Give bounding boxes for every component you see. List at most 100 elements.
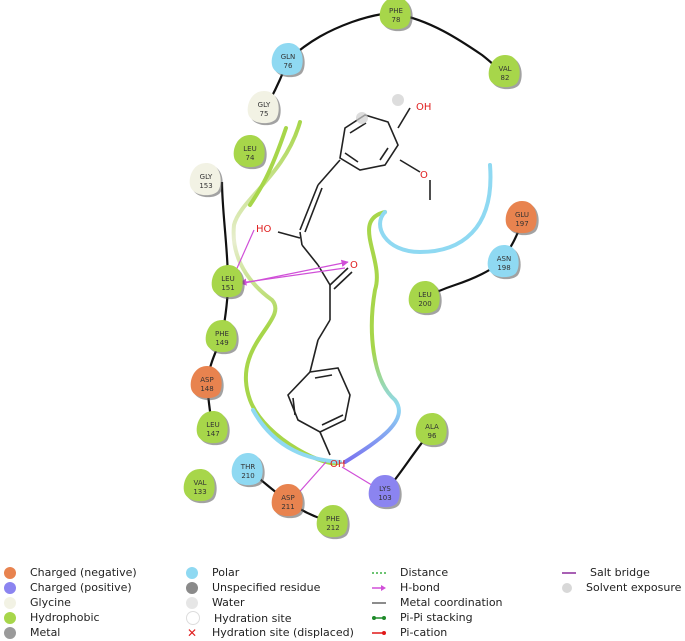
residue-name: LEU [243,145,256,153]
residue-blob [231,453,263,486]
legend: Charged (negative) Charged (positive) Glyc… [0,562,685,639]
solvent-exposure-halos [356,94,404,124]
residue-blob [271,484,303,517]
legend-swatch [186,596,198,609]
solvent-exposure-icon [562,582,572,593]
residue-blob [271,43,303,76]
legend-salt-bridge: Salt bridge [562,566,650,579]
legend-label: Charged (negative) [30,566,137,579]
legend-label: H-bond [400,581,440,594]
residue-number: 151 [221,284,234,292]
residue-number: 148 [200,385,213,393]
legend-distance: Distance [372,566,448,579]
salt-bridge-line-icon [562,568,576,578]
residue-number: 147 [206,430,219,438]
legend-label: Water [212,596,245,609]
legend-item: Unspecified residue [186,581,320,594]
residue-blob [233,135,265,168]
residue-number: 198 [497,264,510,272]
residue-blob [415,413,447,446]
legend-label: Hydrophobic [30,611,100,624]
residue-number: 82 [501,74,510,82]
residue-blob [487,245,519,278]
legend-swatch [4,626,16,639]
residue-blob [196,411,228,444]
residue-backbone [205,12,524,524]
residue-blob [189,163,221,196]
legend-item: Charged (negative) [4,566,137,579]
residue-blob [316,505,348,538]
residue-name: GLN [281,53,296,61]
legend-label: Solvent exposure [586,581,682,594]
residue-name: ASP [200,376,213,384]
legend-pication: Pi-cation [372,626,447,639]
legend-item: ✕ Hydration site (displaced) [186,626,354,639]
residue-number: 96 [428,432,437,440]
residue-number: 149 [215,339,228,347]
legend-swatch [186,611,200,625]
legend-solvent-exposure: Solvent exposure [562,581,681,594]
residue-name: GLY [258,101,271,109]
ligand-interaction-diagram: OH O HO O OH PHE78VAL82GLN76GLY75LEU74GL… [183,0,539,540]
ligand-structure [277,107,431,456]
residue-blob [183,469,215,502]
residue-name: LYS [379,485,391,493]
legend-label: Hydration site (displaced) [212,626,354,639]
hbond-ho-leu151 [233,229,255,276]
residue-number: 200 [418,300,431,308]
residue-name: LEU [206,421,219,429]
distance-line-icon [372,568,386,578]
residue-blob [211,265,243,298]
atom-oh-top: OH [416,102,431,113]
legend-item: Charged (positive) [4,581,132,594]
residue-blob [379,0,411,30]
legend-item: Metal [4,626,60,639]
legend-item: Hydrophobic [4,611,100,624]
legend-item: Polar [186,566,239,579]
residue-name: PHE [215,330,229,338]
residue-number: 76 [284,62,293,70]
legend-label: Unspecified residue [212,581,321,594]
atom-ho-left: HO [256,224,272,235]
residue-name: ALA [425,423,439,431]
residue-number: 197 [515,220,528,228]
hbond-arrow-icon [372,583,386,593]
ligand-atom-labels: OH O HO O OH [256,102,431,470]
residue-name: ASP [281,494,294,502]
legend-item: Hydration site [186,611,291,625]
legend-label: Metal coordination [400,596,503,609]
legend-label: Metal [30,626,61,639]
legend-metal-coordination: Metal coordination [372,596,503,609]
residue-number: 153 [199,182,212,190]
metal-line-icon [372,598,386,608]
residue-name: GLY [200,173,213,181]
residue-blob [505,201,537,234]
legend-label: Polar [212,566,240,579]
residue-number: 211 [281,503,294,511]
displaced-x-icon: ✕ [186,625,198,640]
atom-oh-bottom: OH [330,459,345,470]
residue-name: LEU [418,291,431,299]
residue-name: THR [240,463,256,471]
legend-label: Distance [400,566,449,579]
residue-number: 75 [260,110,269,118]
residue-blob [488,55,520,88]
pocket-outline [231,120,493,466]
legend-pipi: Pi-Pi stacking [372,611,473,624]
legend-label: Glycine [30,596,71,609]
residue-number: 212 [326,524,339,532]
residue-name: VAL [193,479,206,487]
legend-swatch [186,566,198,579]
